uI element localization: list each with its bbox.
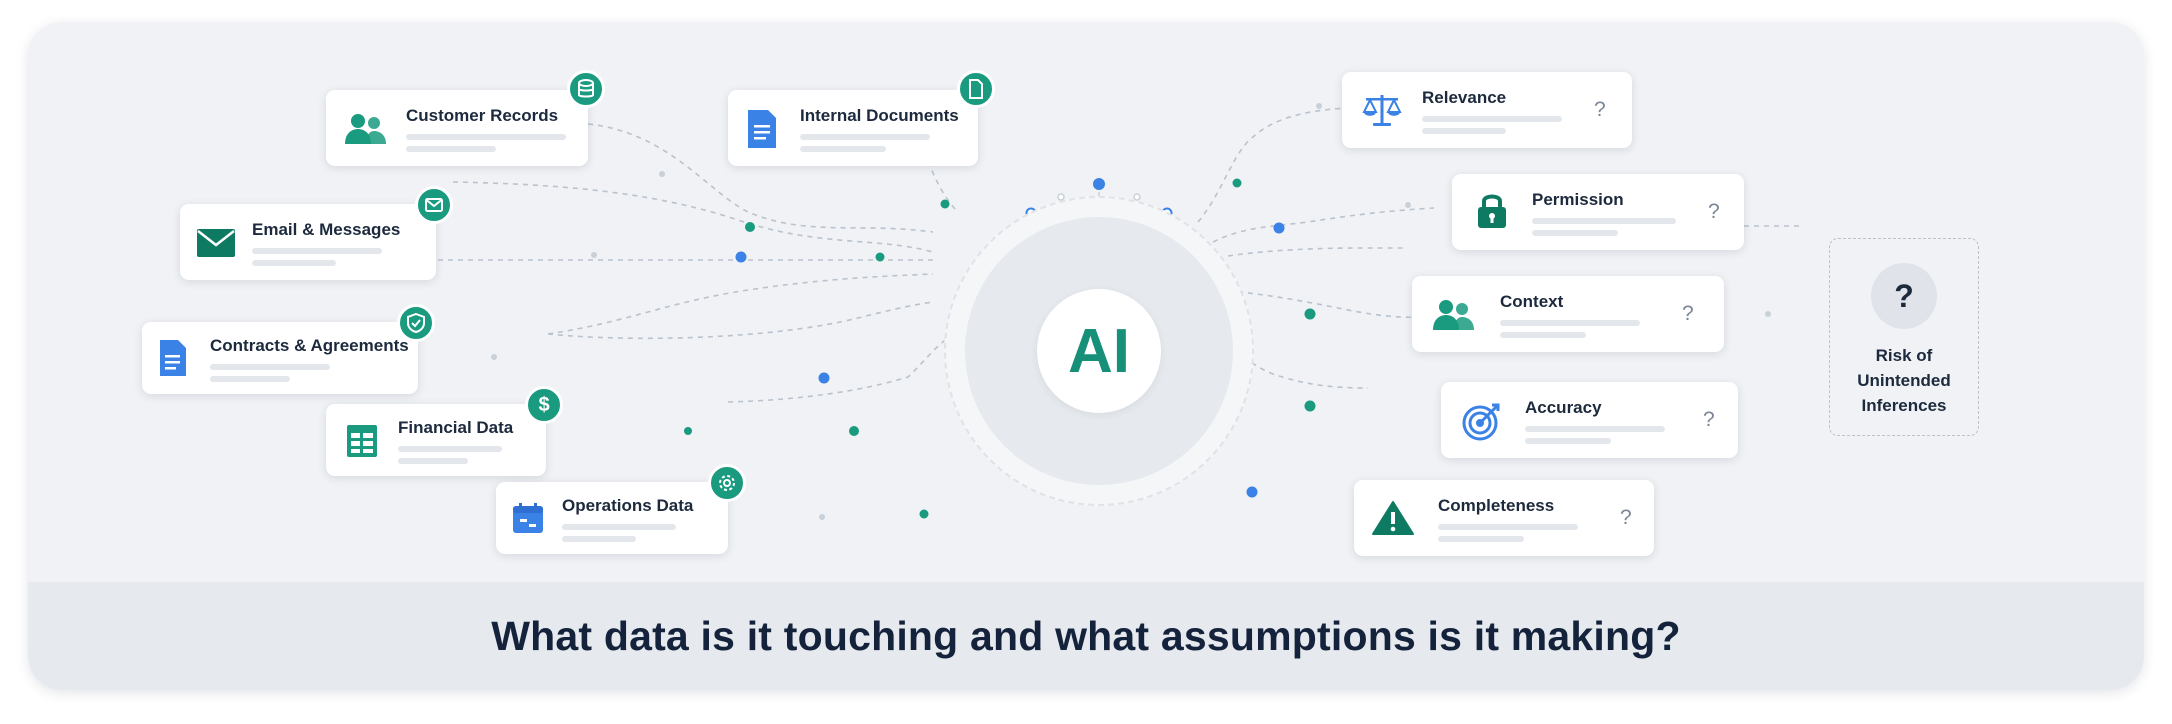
assumption-label: Relevance <box>1422 88 1507 107</box>
assumption-label: Context <box>1500 292 1564 311</box>
assumption-label: Completeness <box>1438 496 1555 515</box>
source-card-internal-documents[interactable]: Internal Documents <box>728 90 978 166</box>
assumption-card-context[interactable]: Context ? <box>1412 276 1724 352</box>
mail-icon <box>415 186 453 224</box>
text-placeholder <box>406 146 496 152</box>
diagram-panel: AI Customer Records Internal Documents <box>28 22 2144 690</box>
text-placeholder <box>398 458 468 464</box>
database-icon <box>567 70 605 108</box>
risk-label: Risk of Unintended Inferences <box>1857 346 1951 415</box>
file-icon <box>957 70 995 108</box>
risk-marker: ? <box>1894 277 1914 314</box>
assumption-card-permission[interactable]: Permission ? <box>1452 174 1744 250</box>
text-placeholder <box>1525 426 1665 432</box>
dollar-sign: $ <box>538 393 550 416</box>
question-mark-icon: ? <box>1620 506 1632 529</box>
calendar-icon <box>513 503 543 533</box>
question-mark-icon: ? <box>1708 200 1720 223</box>
assumption-label: Accuracy <box>1525 398 1602 417</box>
source-label: Financial Data <box>398 418 514 437</box>
source-card-email-messages[interactable]: Email & Messages <box>180 204 436 280</box>
scales-icon <box>1362 95 1402 126</box>
assumption-card-relevance[interactable]: Relevance ? <box>1342 72 1632 148</box>
source-card-customer-records[interactable]: Customer Records <box>326 90 588 166</box>
source-label: Email & Messages <box>252 220 401 239</box>
question-mark-icon: ? <box>1682 302 1694 325</box>
ai-label: AI <box>1068 316 1130 386</box>
warning-icon <box>1372 501 1414 535</box>
text-placeholder <box>210 364 330 370</box>
source-card-operations-data[interactable]: Operations Data <box>496 482 728 554</box>
people-icon <box>1433 300 1474 330</box>
text-placeholder <box>800 134 930 140</box>
source-label: Operations Data <box>562 496 694 515</box>
question-mark-icon: ? <box>1594 98 1606 121</box>
footer: What data is it touching and what assump… <box>28 582 2144 690</box>
text-placeholder <box>1500 320 1640 326</box>
source-label: Customer Records <box>406 106 559 125</box>
assumption-card-completeness[interactable]: Completeness ? <box>1354 480 1654 556</box>
text-placeholder <box>1532 230 1618 236</box>
source-label: Contracts & Agreements <box>210 336 409 355</box>
text-placeholder <box>1422 128 1506 134</box>
text-placeholder <box>1500 332 1586 338</box>
shield-check-icon <box>397 304 435 342</box>
source-card-contracts-agreements[interactable]: Contracts & Agreements <box>142 322 418 394</box>
text-placeholder <box>1438 536 1524 542</box>
text-placeholder <box>800 146 886 152</box>
source-card-financial-data[interactable]: Financial Data <box>326 404 546 476</box>
text-placeholder <box>1532 218 1676 224</box>
contract-icon <box>160 340 186 376</box>
assumption-card-accuracy[interactable]: Accuracy ? <box>1441 382 1738 458</box>
spreadsheet-icon <box>347 425 377 457</box>
text-placeholder <box>562 536 636 542</box>
people-icon <box>345 114 386 144</box>
text-placeholder <box>1525 438 1611 444</box>
text-placeholder <box>210 376 290 382</box>
text-placeholder <box>398 446 502 452</box>
question-circle-icon: ? <box>1871 263 1937 329</box>
text-placeholder <box>1422 116 1562 122</box>
target-icon <box>1462 403 1500 441</box>
gear-icon <box>708 464 746 502</box>
text-placeholder <box>252 260 336 266</box>
document-icon <box>748 110 776 148</box>
dollar-icon: $ <box>525 386 563 424</box>
lock-icon <box>1478 194 1506 228</box>
question-mark-icon: ? <box>1703 408 1715 431</box>
text-placeholder <box>252 248 382 254</box>
ai-hub: AI <box>1037 289 1161 413</box>
text-placeholder <box>562 524 676 530</box>
assumption-label: Permission <box>1532 190 1624 209</box>
text-placeholder <box>406 134 566 140</box>
source-label: Internal Documents <box>800 106 959 125</box>
envelope-icon <box>197 229 235 257</box>
footer-question: What data is it touching and what assump… <box>491 612 1681 659</box>
risk-box: ? Risk of Unintended Inferences <box>1829 238 1979 436</box>
text-placeholder <box>1438 524 1578 530</box>
